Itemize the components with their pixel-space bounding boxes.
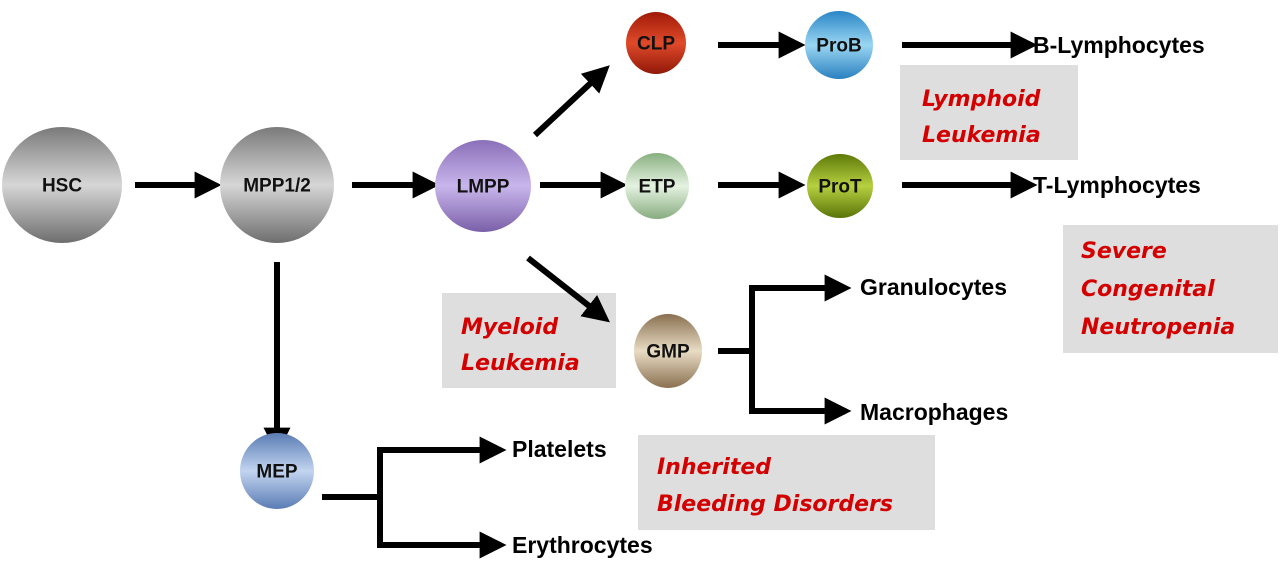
disease-label: Severe: [1081, 239, 1167, 264]
label-platelets: Platelets: [512, 436, 607, 462]
disease-box-severe-congenital-neutropenia: Severe Congenital Neutropenia: [1063, 225, 1278, 353]
label-granulocytes: Granulocytes: [860, 274, 1007, 300]
disease-label: Leukemia: [922, 123, 1041, 148]
disease-label: Bleeding Disorders: [657, 492, 893, 517]
node-label: MEP: [256, 462, 298, 483]
node-label: ETP: [639, 177, 676, 198]
disease-box-inherited-bleeding-disorders: Inherited Bleeding Disorders: [638, 435, 935, 530]
disease-label: Leukemia: [461, 351, 580, 376]
disease-box-myeloid-leukemia: Myeloid Leukemia: [442, 293, 616, 388]
disease-label: Myeloid: [461, 315, 558, 340]
label-t-lymphocytes: T-Lymphocytes: [1033, 172, 1201, 198]
arrow-lmpp-clp: [532, 65, 610, 138]
node-mep: MEP: [240, 433, 314, 509]
node-etp: ETP: [625, 153, 689, 219]
node-lmpp: LMPP: [435, 140, 531, 232]
node-label: ProB: [816, 36, 861, 57]
node-label: CLP: [637, 34, 675, 55]
node-clp: CLP: [626, 12, 686, 74]
node-prob: ProB: [805, 11, 873, 79]
arrow-lmpp-gmp: [526, 255, 610, 323]
disease-label: Congenital: [1081, 277, 1215, 302]
node-label: GMP: [646, 342, 690, 363]
arrows: [135, 31, 1038, 559]
node-label: ProT: [818, 177, 862, 198]
node-label: MPP1/2: [243, 176, 311, 197]
node-gmp: GMP: [634, 314, 702, 388]
node-label: HSC: [42, 176, 82, 197]
label-b-lymphocytes: B-Lymphocytes: [1033, 32, 1205, 58]
disease-label: Lymphoid: [922, 87, 1041, 112]
disease-label: Neutropenia: [1081, 315, 1235, 340]
node-label: LMPP: [457, 177, 510, 198]
disease-label: Inherited: [657, 455, 771, 480]
node-hsc: HSC: [2, 127, 122, 243]
disease-box-lymphoid-leukemia: Lymphoid Leukemia: [900, 65, 1078, 160]
label-erythrocytes: Erythrocytes: [512, 532, 653, 558]
branch-mep: [322, 450, 383, 545]
node-prot: ProT: [807, 154, 873, 218]
node-mpp: MPP1/2: [220, 127, 334, 243]
label-macrophages: Macrophages: [860, 399, 1008, 425]
branch-gmp: [718, 288, 755, 411]
